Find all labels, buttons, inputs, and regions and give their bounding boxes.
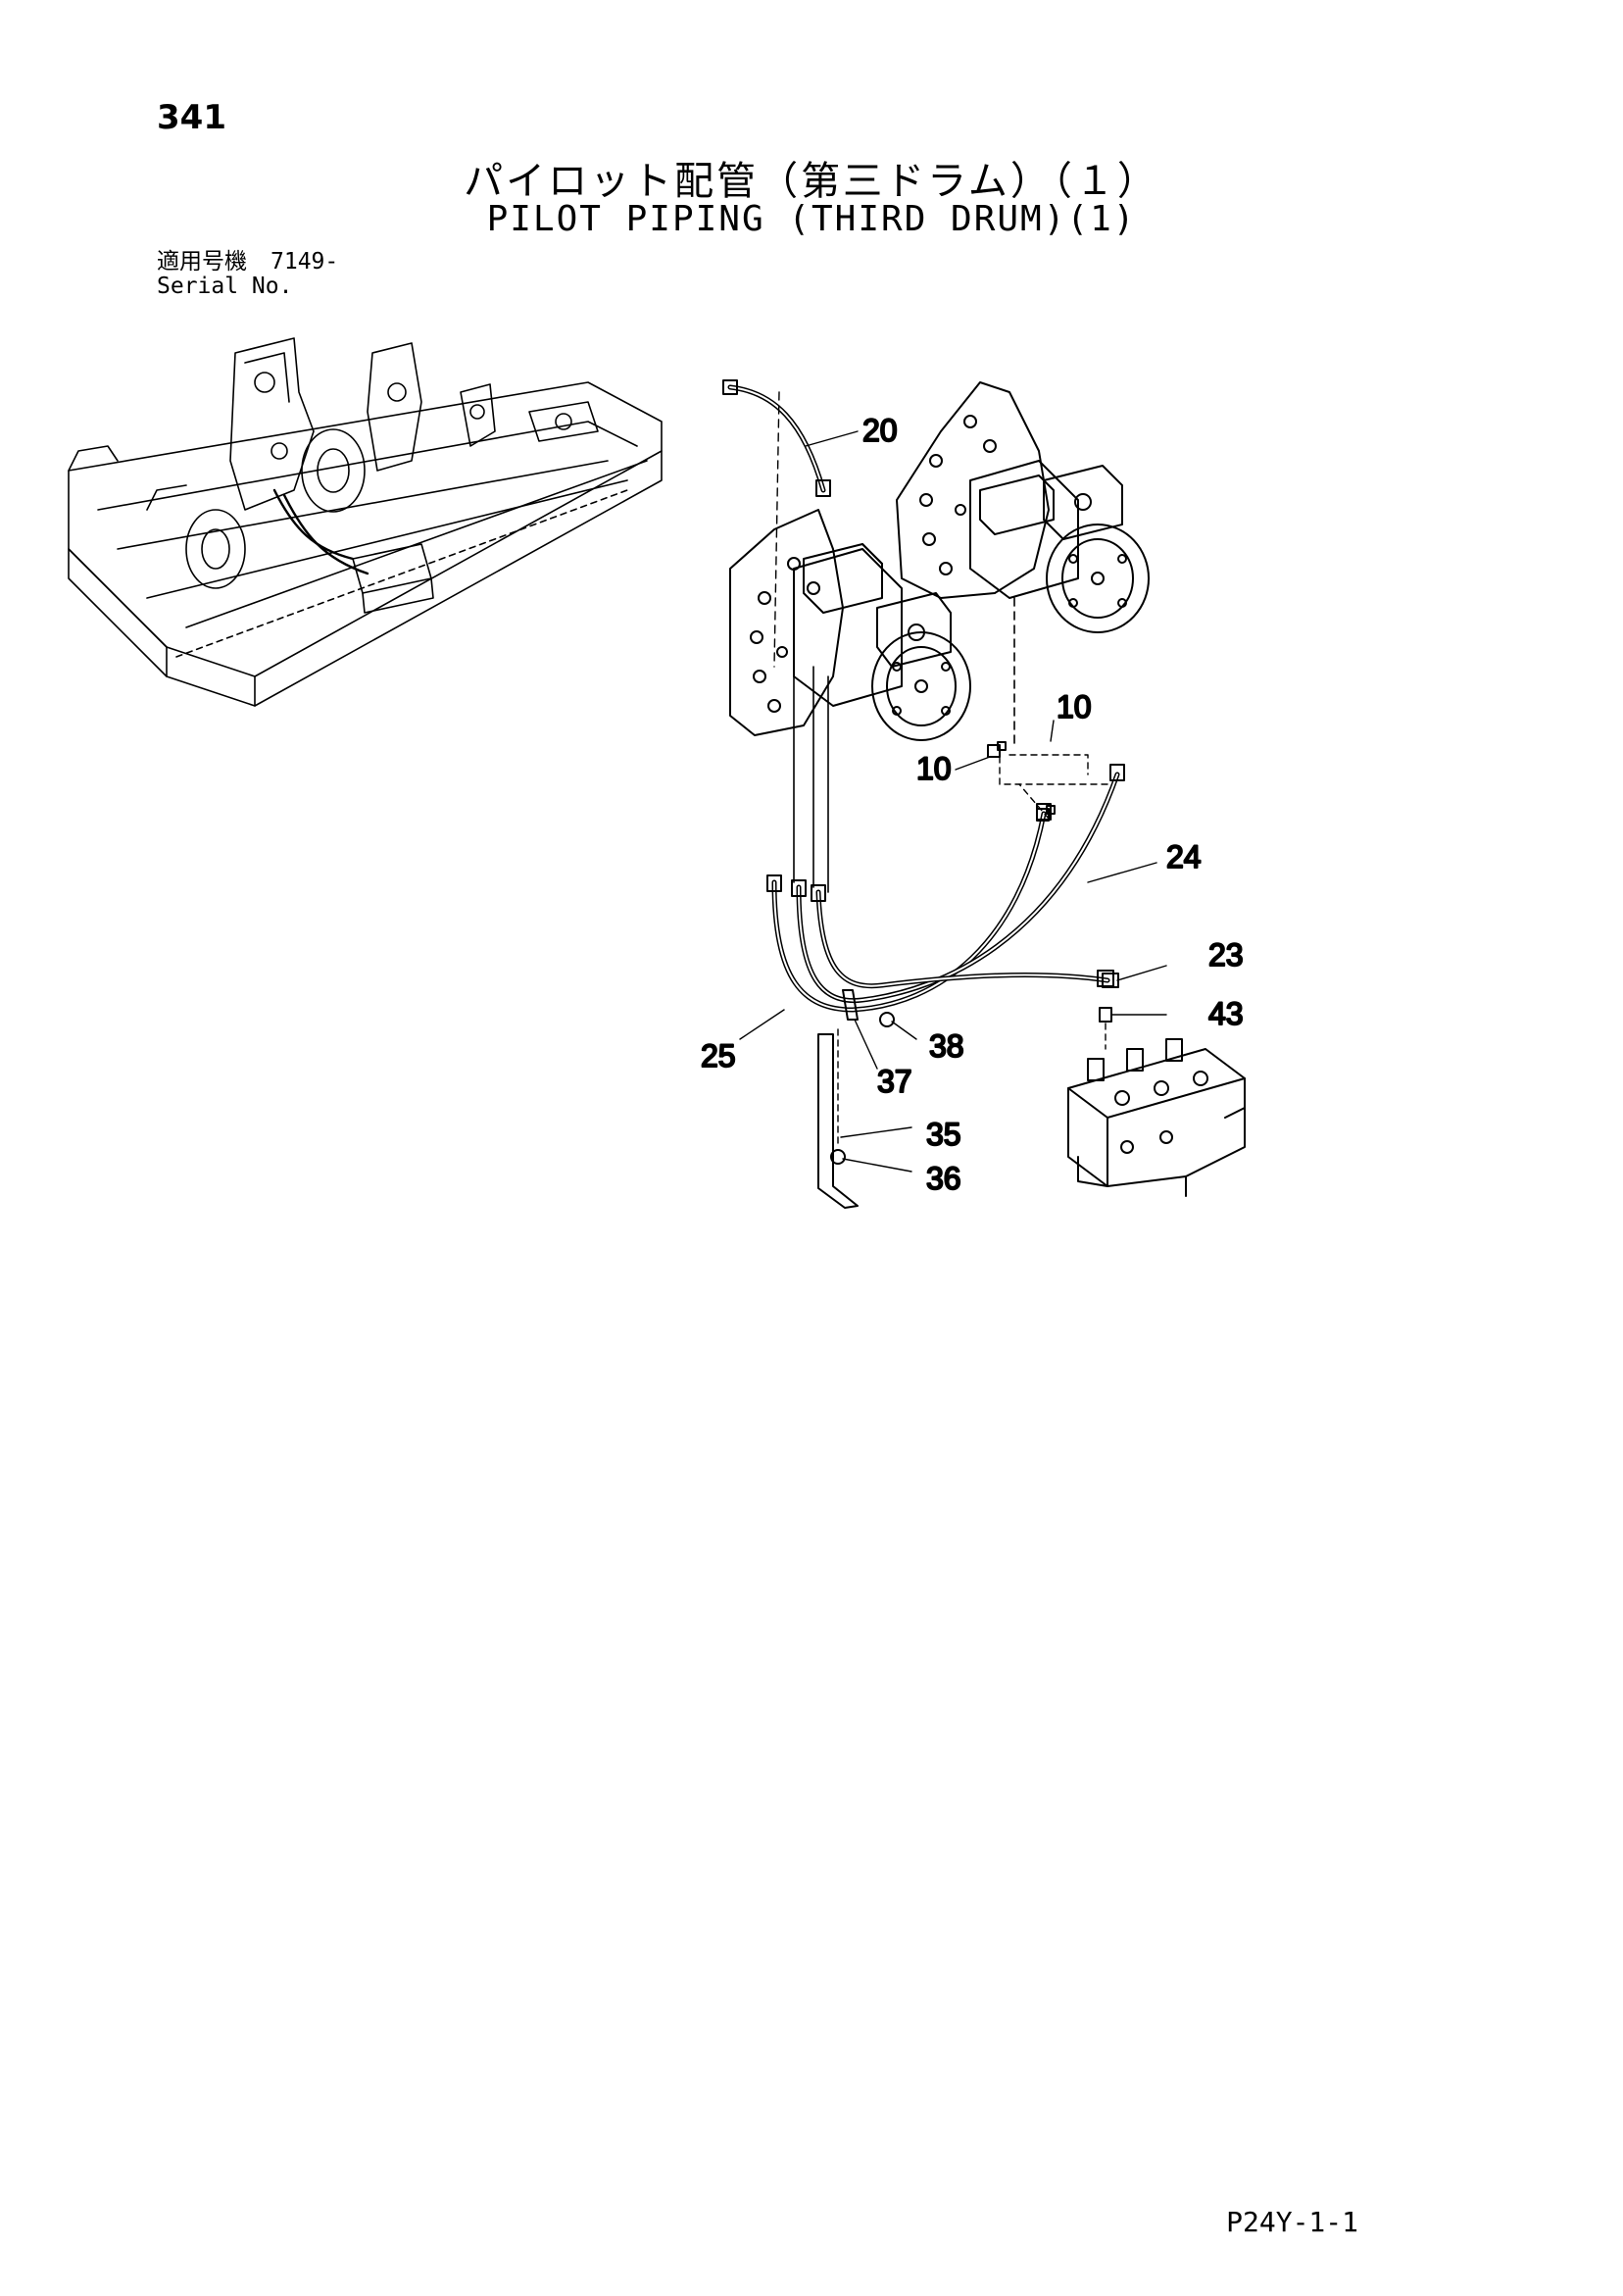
callout-35: 35 — [926, 1117, 961, 1152]
control-valve — [1067, 1038, 1246, 1197]
callout-20: 20 — [862, 413, 898, 448]
callout-43: 43 — [1208, 996, 1244, 1031]
clamp-37 — [842, 989, 895, 1027]
serial-value: 7149- — [270, 249, 339, 275]
drum-motor-left — [729, 509, 971, 741]
leader-lines — [739, 430, 1167, 1173]
title-japanese: パイロット配管（第三ドラム）（１） — [464, 159, 1159, 204]
hose-bundle-24-25 — [766, 764, 1125, 1013]
fittings-10 — [987, 741, 1108, 822]
footer-code: P24Y-1-1 — [1226, 2206, 1358, 2238]
title-english: PILOT PIPING (THIRD DRUM)(1) — [486, 199, 1137, 239]
callout-37: 37 — [877, 1064, 912, 1099]
vertical-pilot-lines — [793, 597, 1015, 893]
serial-label-jp: 適用号機 — [157, 249, 247, 275]
page-number: 341 — [157, 98, 226, 137]
callout-10-lower: 10 — [916, 751, 952, 786]
machine-frame-overview — [68, 337, 663, 707]
callout-10-upper: 10 — [1057, 689, 1092, 724]
callout-24: 24 — [1166, 839, 1202, 874]
serial-label-en: Serial No. — [157, 274, 293, 299]
serial-block: 適用号機 7149- Serial No. — [157, 250, 338, 299]
bracket-35 — [817, 1028, 859, 1209]
callout-23: 23 — [1208, 937, 1244, 973]
callout-25: 25 — [701, 1038, 736, 1073]
fitting-23-43 — [1097, 970, 1114, 1050]
serial-row: 適用号機 7149- — [157, 250, 338, 275]
drum-motor-right — [896, 381, 1150, 633]
callout-36: 36 — [926, 1161, 961, 1196]
hose-20 — [722, 379, 831, 668]
callout-38: 38 — [929, 1028, 964, 1064]
